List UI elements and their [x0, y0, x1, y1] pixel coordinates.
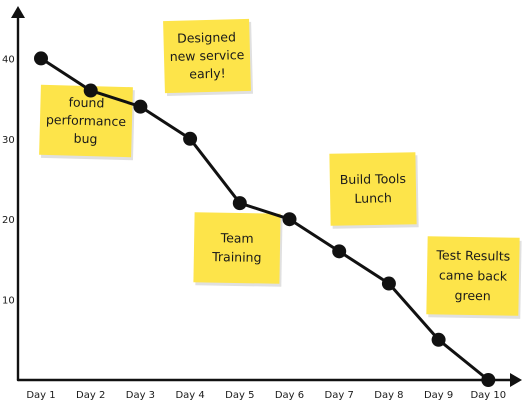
data-point [481, 373, 496, 387]
sticky-note-text: Training [211, 249, 262, 265]
data-point [232, 196, 247, 211]
x-tick-label: Day 1 [26, 390, 55, 401]
x-tick-label: Day 9 [424, 390, 453, 401]
sticky-note-text: new service [170, 47, 245, 64]
sticky-note-paper [426, 236, 520, 316]
series-line [39, 56, 490, 382]
y-tick-label: 30 [2, 135, 15, 146]
x-tick-label: Day 10 [470, 390, 506, 401]
y-axis-arrowhead [11, 6, 25, 18]
data-point [381, 276, 396, 291]
axes [11, 6, 522, 387]
x-axis-ticks: Day 1 Day 2 Day 3 Day 4 Day 5 Day 6 Day 7 Day 8… [26, 390, 506, 401]
sticky-note-text: Lunch [354, 190, 392, 206]
sticky-note-paper [329, 152, 417, 226]
sticky-note-text: green [454, 288, 490, 304]
x-tick-label: Day 4 [175, 390, 204, 401]
sticky-note-text: found [68, 95, 104, 111]
data-point [282, 212, 297, 227]
sticky-note-paper [193, 212, 281, 284]
sticky-note: Test Results came back green [426, 236, 522, 319]
sticky-note-text: performance [46, 112, 127, 129]
sticky-note-text: Team [220, 230, 254, 246]
x-tick-label: Day 5 [225, 390, 254, 401]
sticky-note-text: came back [439, 267, 508, 283]
data-point [83, 83, 98, 98]
sticky-note-text: bug [73, 131, 97, 147]
sticky-note-paper [163, 18, 251, 94]
sticky-note-paper [39, 84, 133, 158]
x-tick-label: Day 3 [126, 390, 155, 401]
y-tick-label: 10 [2, 296, 15, 307]
series-remaining-work [34, 51, 496, 387]
sticky-note-text: early! [189, 66, 226, 82]
data-point [34, 51, 48, 66]
x-tick-label: Day 2 [76, 390, 105, 401]
x-tick-label: Day 7 [325, 390, 354, 401]
data-point [431, 332, 446, 347]
sticky-note-text: Build Tools [340, 171, 406, 187]
sticky-note-text: Designed [177, 29, 236, 46]
y-tick-label: 40 [2, 54, 15, 65]
x-tick-label: Day 8 [374, 390, 403, 401]
y-tick-label: 20 [2, 215, 15, 226]
data-point [332, 244, 347, 259]
x-axis-arrowhead [510, 373, 522, 387]
y-axis-ticks: 10 20 30 40 [2, 54, 15, 306]
x-tick-label: Day 6 [275, 390, 304, 401]
sticky-note-text: Test Results [435, 247, 510, 263]
data-point [183, 131, 198, 146]
data-point [133, 99, 148, 114]
